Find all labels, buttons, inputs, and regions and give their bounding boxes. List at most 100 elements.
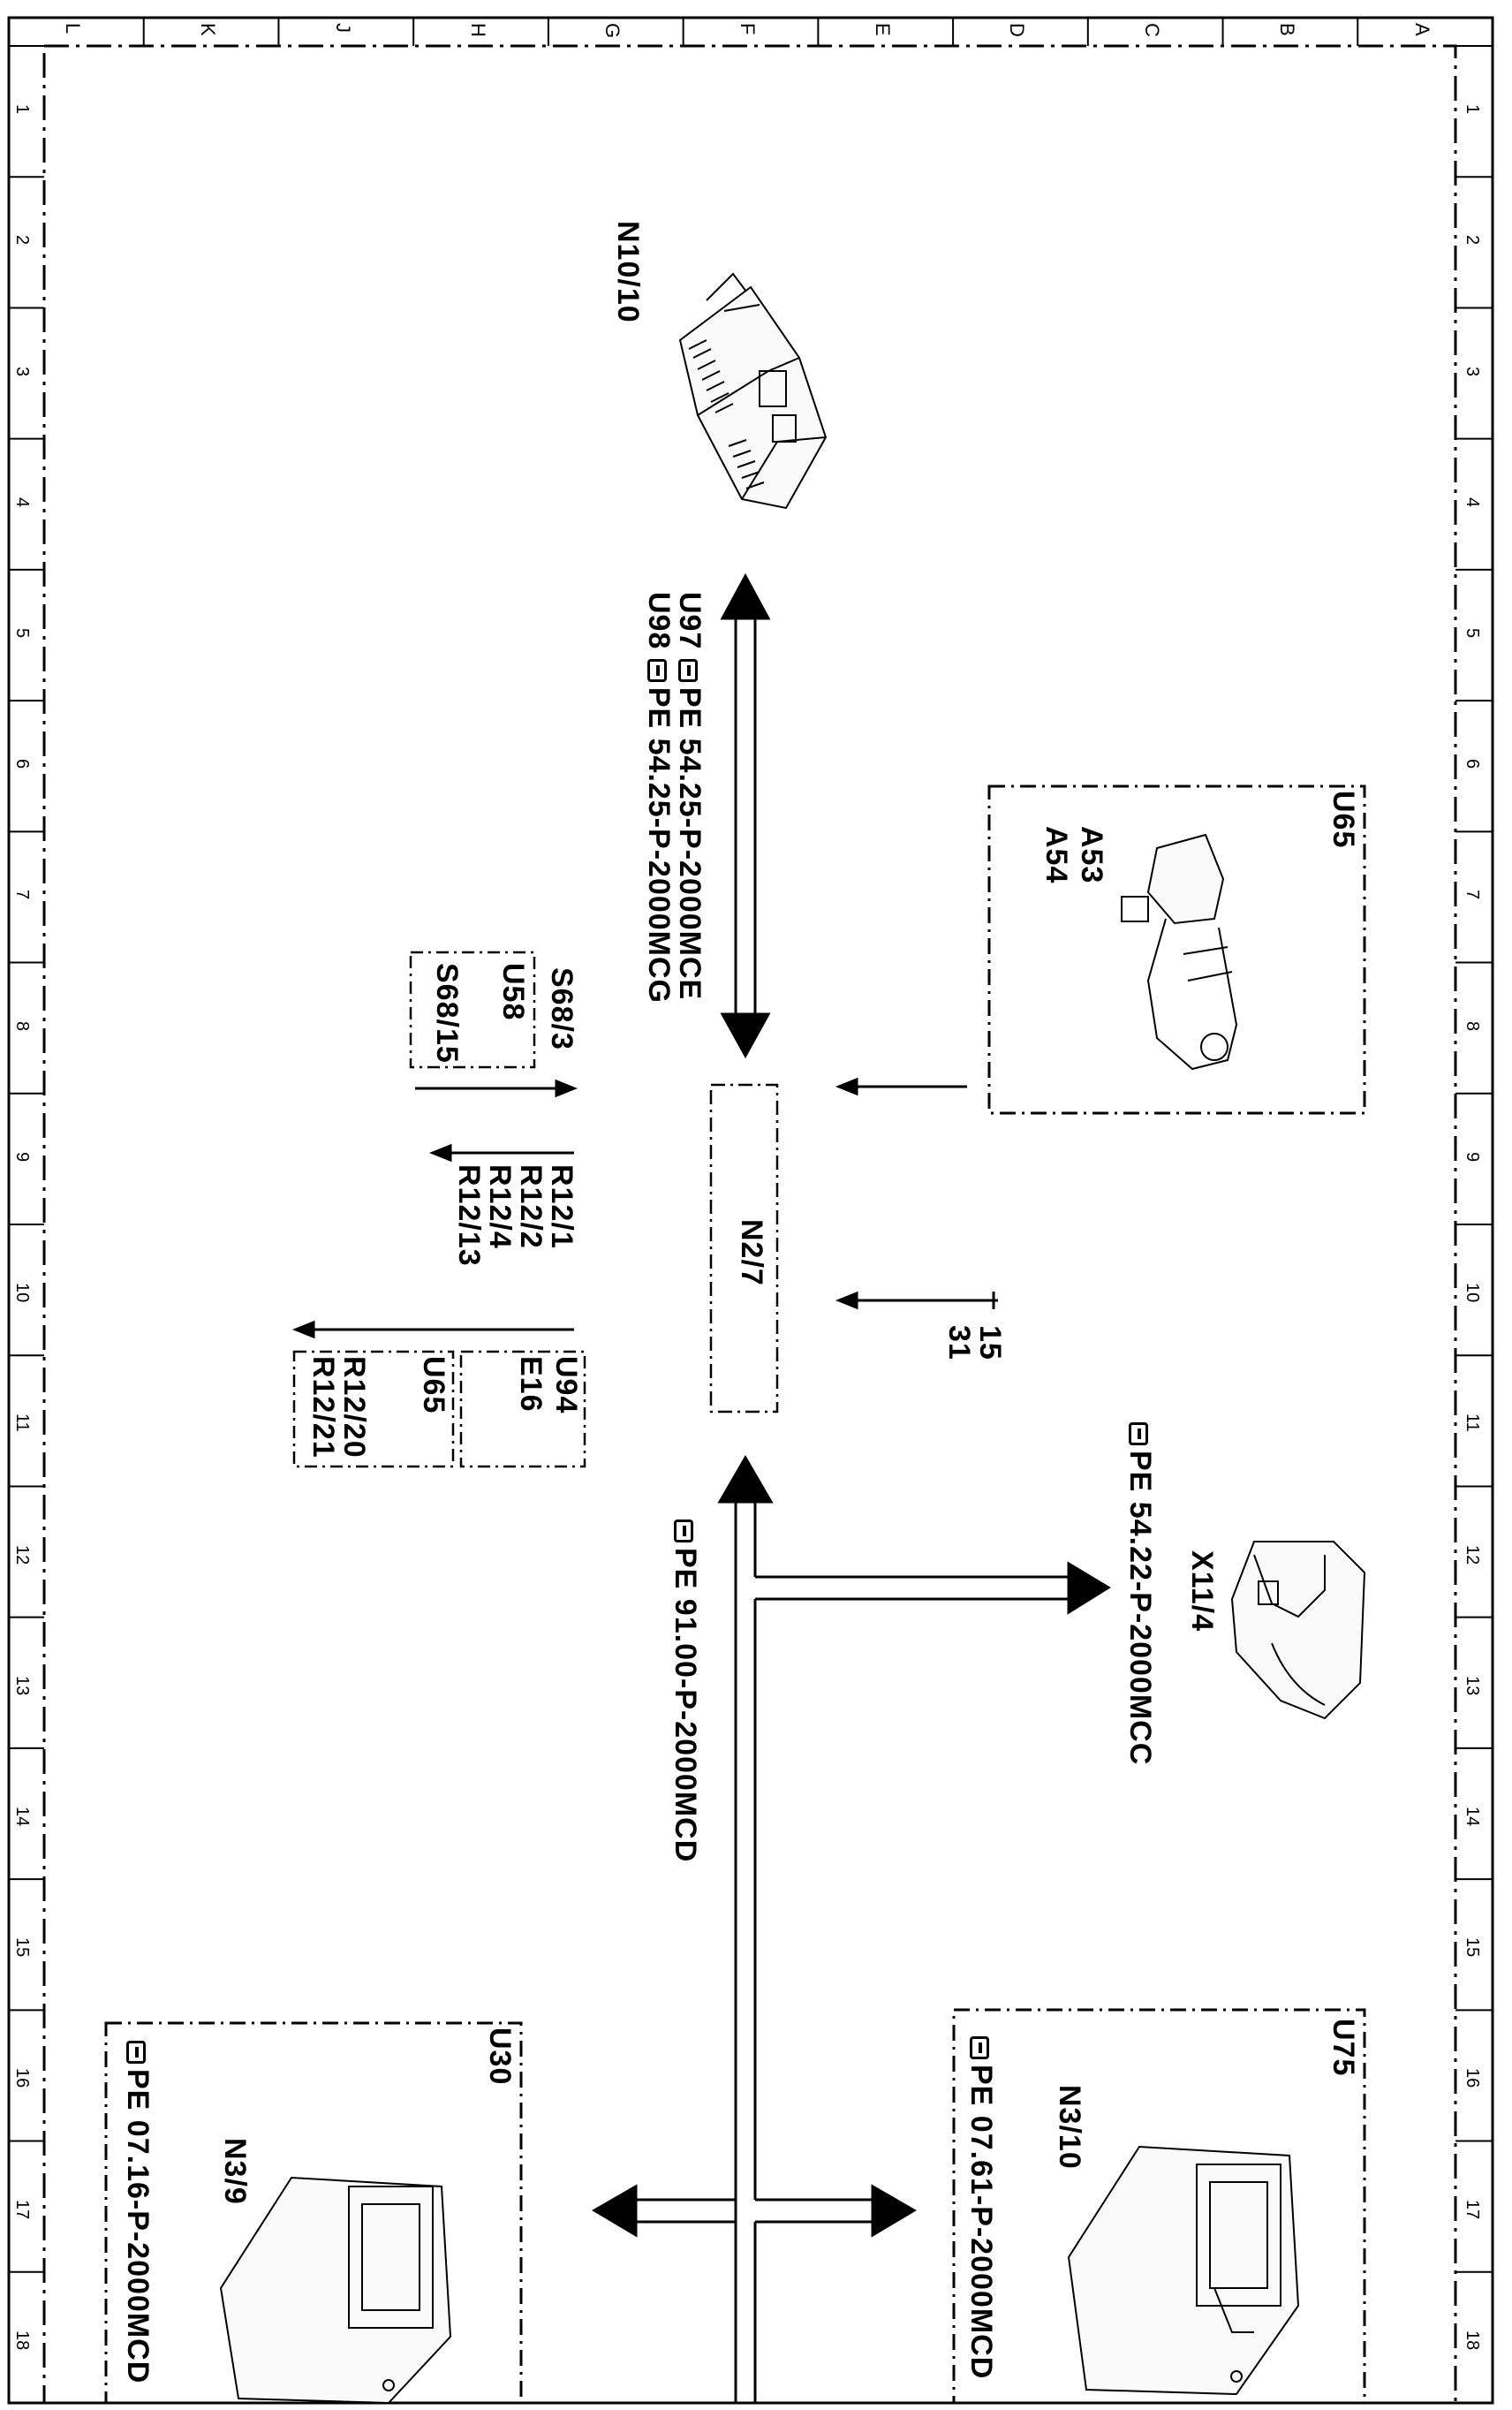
grid-row-label: 17 bbox=[1463, 2199, 1482, 2219]
u58-label: U58 bbox=[496, 963, 530, 1021]
grid-column-label: E bbox=[871, 23, 894, 36]
grid-row-label: 14 bbox=[12, 1807, 32, 1827]
n2-7-box bbox=[709, 1083, 779, 1413]
u65-sub-label: U65 bbox=[417, 1356, 450, 1414]
x11-4-ref: PE 54.22-P-2000MCC bbox=[1123, 1422, 1157, 1765]
output-arrows-left bbox=[291, 1079, 578, 1339]
grid-row-label: 6 bbox=[12, 759, 32, 769]
grid-column-label: F bbox=[737, 23, 759, 35]
r12-2-label: R12/2 bbox=[514, 1164, 548, 1249]
grid-row-label: 18 bbox=[1463, 2330, 1482, 2351]
grid-row-label: 1 bbox=[1463, 104, 1482, 115]
grid-row-label: 9 bbox=[12, 1151, 32, 1162]
grid-row-label: 12 bbox=[12, 1544, 32, 1565]
u75-ref-text[interactable]: PE 07.61-P-2000MCD bbox=[964, 2065, 998, 2380]
grid-row-label: 10 bbox=[1463, 1283, 1482, 1303]
e16-label: E16 bbox=[514, 1356, 548, 1413]
grid-row-label: 18 bbox=[12, 2330, 32, 2351]
r12-13-label: R12/13 bbox=[452, 1164, 486, 1267]
x11-4-label: X11/4 bbox=[1185, 1550, 1219, 1632]
u58-box bbox=[409, 951, 536, 1069]
terminal-15-label: 15 bbox=[973, 1325, 1007, 1360]
grid-row-label: 6 bbox=[1463, 759, 1482, 769]
grid-row-label: 14 bbox=[1463, 1807, 1482, 1827]
grid-row-label: 13 bbox=[1463, 1675, 1482, 1696]
grid-column-label: A bbox=[1410, 23, 1433, 36]
grid-row-label: 8 bbox=[12, 1020, 32, 1031]
grid-row-label: 10 bbox=[12, 1283, 32, 1303]
u65-box-line1: A53 bbox=[1075, 826, 1108, 884]
u98-ref-label: U98 PE 54.25-P-2000MCG bbox=[641, 592, 676, 1004]
x11-4-connector-icon bbox=[1230, 1541, 1366, 1720]
grid-column-label: L bbox=[62, 23, 85, 34]
x11-4-ref-text[interactable]: PE 54.22-P-2000MCC bbox=[1123, 1451, 1157, 1766]
u75-box-title: U75 bbox=[1327, 2019, 1360, 2077]
grid-row-label: 3 bbox=[1463, 366, 1482, 376]
u97-ref[interactable]: PE 54.25-P-2000MCE bbox=[673, 686, 707, 1001]
reference-hand-icon bbox=[126, 2041, 146, 2064]
reference-hand-icon bbox=[678, 658, 698, 682]
u65-box-line2: A54 bbox=[1040, 826, 1073, 884]
grid-row-label: 2 bbox=[12, 235, 32, 246]
n3-9-label: N3/9 bbox=[218, 2138, 252, 2205]
grid-row-label: 16 bbox=[1463, 2068, 1482, 2088]
reference-hand-icon bbox=[970, 2036, 989, 2059]
r12-21-label: R12/21 bbox=[306, 1356, 340, 1459]
grid-row-label: 4 bbox=[12, 496, 32, 507]
grid-row-label: 2 bbox=[1463, 235, 1482, 246]
r12-1-label: R12/1 bbox=[545, 1164, 578, 1249]
grid-column-label: D bbox=[1006, 23, 1029, 37]
u30-ref: PE 07.16-P-2000MCD bbox=[120, 2041, 155, 2383]
grid-column-label: B bbox=[1275, 23, 1298, 36]
grid-row-label: 12 bbox=[1463, 1544, 1482, 1565]
u65-box bbox=[987, 784, 1366, 1115]
s68-15-label: S68/15 bbox=[430, 963, 464, 1064]
n2-7-label: N2/7 bbox=[735, 1219, 768, 1286]
n3-10-label: N3/10 bbox=[1053, 2085, 1086, 2170]
grid-ticks bbox=[8, 18, 1493, 2404]
u98-ref[interactable]: PE 54.25-P-2000MCG bbox=[642, 686, 676, 1004]
u97-ref-label: U97 PE 54.25-P-2000MCE bbox=[672, 592, 707, 1000]
grid-column-label: G bbox=[601, 23, 624, 39]
u94-box bbox=[459, 1350, 586, 1468]
u30-ref-text[interactable]: PE 07.16-P-2000MCD bbox=[121, 2069, 155, 2384]
reference-hand-icon bbox=[674, 1520, 693, 1542]
n10-10-label: N10/10 bbox=[611, 221, 645, 323]
grid-row-label: 7 bbox=[1463, 890, 1482, 900]
u75-ref: PE 07.61-P-2000MCD bbox=[964, 2036, 998, 2379]
grid-column-label: H bbox=[466, 23, 489, 37]
grid-row-label: 1 bbox=[12, 104, 32, 115]
grid-row-label: 4 bbox=[1463, 496, 1482, 507]
u65-sub-box bbox=[292, 1350, 455, 1468]
grid-row-label: 11 bbox=[1463, 1413, 1482, 1433]
u65-box-title: U65 bbox=[1327, 791, 1360, 849]
grid-row-label: 16 bbox=[12, 2068, 32, 2088]
u94-label: U94 bbox=[549, 1356, 583, 1414]
n3-10-control-unit-icon bbox=[1067, 2145, 1300, 2396]
terminal-31-label: 31 bbox=[942, 1325, 976, 1360]
bus-ref-text[interactable]: PE 91.00-P-2000MCD bbox=[669, 1548, 702, 1863]
grid-row-label: 5 bbox=[12, 628, 32, 639]
grid-column-label: K bbox=[197, 23, 220, 36]
grid-row-label: 7 bbox=[12, 890, 32, 900]
can-bus-double-arrow bbox=[720, 572, 771, 1059]
grid-row-label: 11 bbox=[12, 1413, 32, 1433]
grid-column-label: C bbox=[1141, 23, 1164, 37]
u65-sensor-icon bbox=[1121, 833, 1238, 1071]
grid-row-label: 3 bbox=[12, 366, 32, 376]
r12-20-label: R12/20 bbox=[337, 1356, 371, 1459]
u30-box bbox=[104, 2021, 523, 2405]
input-arrows-right bbox=[835, 1077, 998, 1310]
u97-code: U97 bbox=[673, 592, 707, 650]
grid-row-label: 9 bbox=[1463, 1151, 1482, 1162]
grid-row-label: 15 bbox=[12, 1937, 32, 1958]
grid-row-label: 17 bbox=[12, 2199, 32, 2219]
u98-code: U98 bbox=[642, 592, 676, 650]
grid-column-label: J bbox=[331, 23, 354, 33]
main-bus-trunk bbox=[592, 1455, 1111, 2403]
n3-9-control-unit-icon bbox=[219, 2176, 452, 2405]
reference-hand-icon bbox=[647, 658, 667, 682]
bus-ref: PE 91.00-P-2000MCD bbox=[668, 1520, 702, 1862]
grid-row-label: 13 bbox=[12, 1675, 32, 1696]
